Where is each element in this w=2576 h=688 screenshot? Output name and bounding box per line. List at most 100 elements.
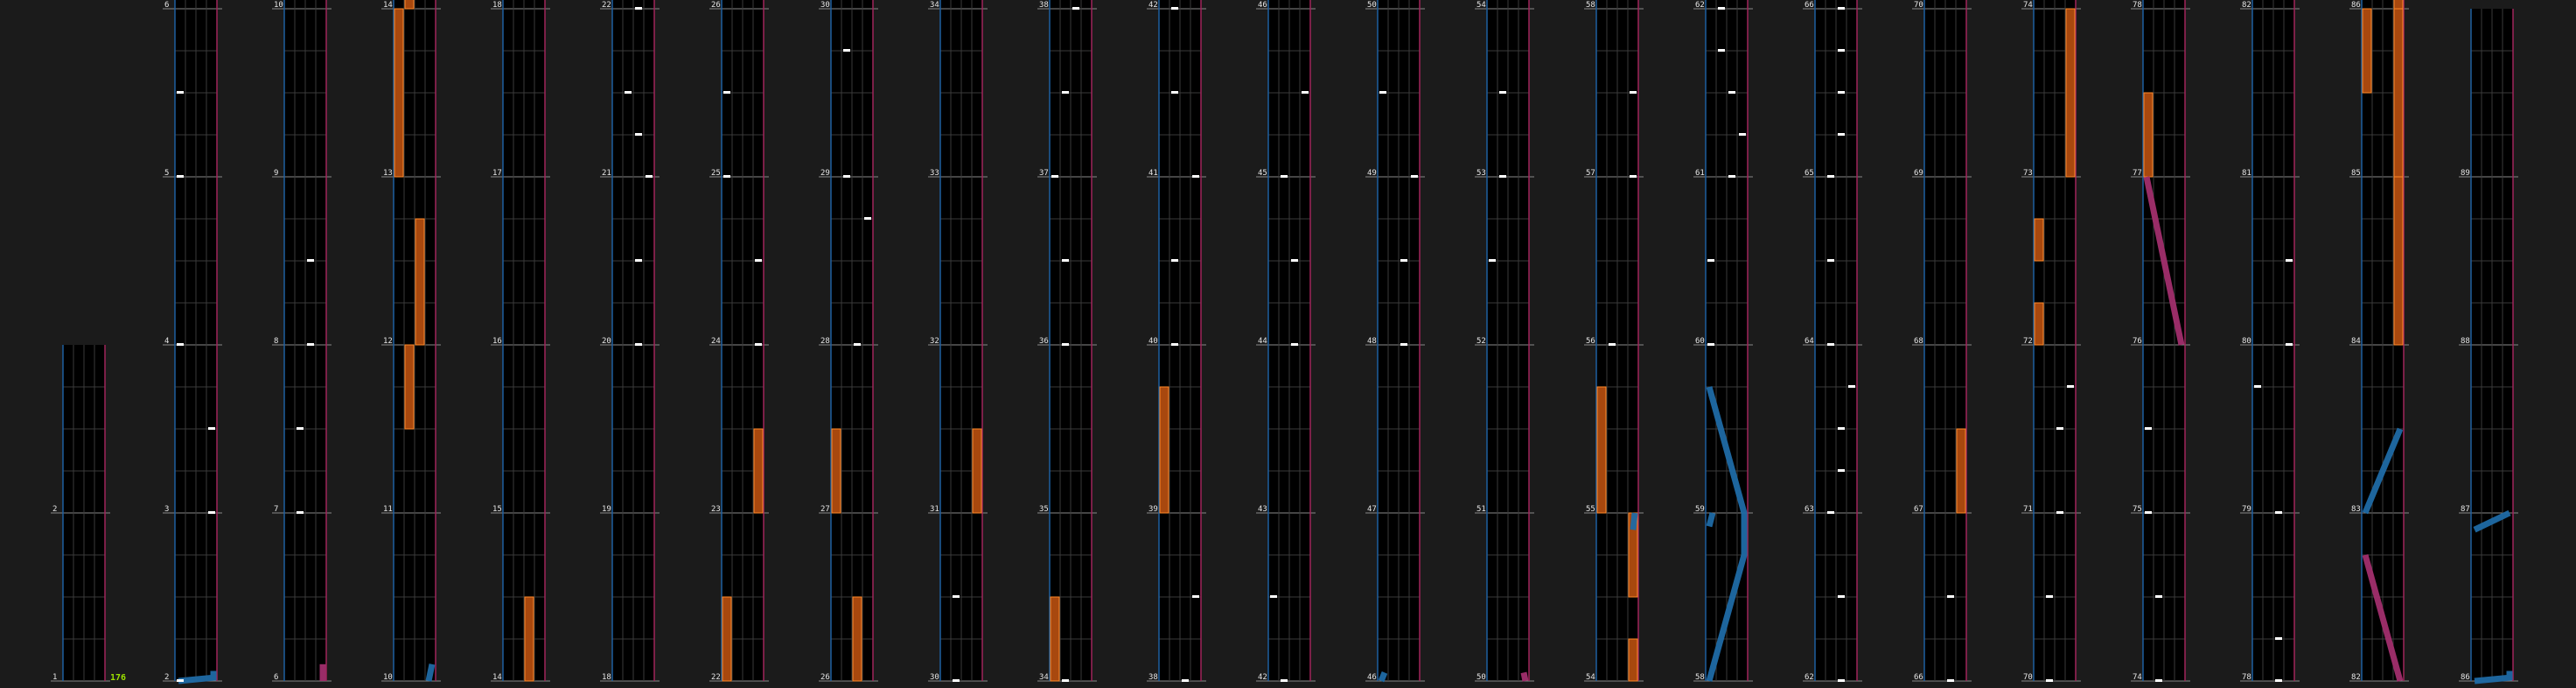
laser-blue (178, 670, 217, 684)
measure-number: 24 (711, 337, 721, 346)
measure-number: 61 (1695, 169, 1705, 178)
laser-blue (2473, 509, 2511, 533)
measure-number: 86 (2461, 673, 2470, 682)
laser-blue (2474, 670, 2513, 684)
measure-number: 60 (1695, 337, 1705, 346)
measure-number: 83 (2351, 505, 2361, 514)
hold-note (2362, 8, 2372, 94)
hold-note (2034, 302, 2044, 346)
measure-number: 70 (2023, 673, 2033, 682)
measure-number: 5 (164, 169, 169, 178)
measure-number: 16 (492, 337, 502, 346)
measure-number: 79 (2242, 505, 2251, 514)
hold-note (972, 428, 982, 514)
chip-note (1827, 511, 1834, 514)
measure-number: 2 (164, 673, 169, 682)
measure-number: 57 (1586, 169, 1595, 178)
measure-number: 36 (1039, 337, 1049, 346)
measure-number: 25 (711, 169, 721, 178)
hold-note (404, 344, 415, 430)
chip-note (854, 343, 861, 346)
measure-number: 20 (602, 337, 611, 346)
measure-number: 64 (1805, 337, 1814, 346)
measure-number: 55 (1586, 505, 1595, 514)
chip-note (1630, 91, 1637, 94)
measure-number: 22 (602, 1, 611, 10)
chip-note (646, 175, 653, 178)
hold-note (415, 218, 425, 346)
chip-note (2275, 637, 2282, 640)
chip-note (177, 679, 184, 682)
chip-note (2286, 343, 2293, 346)
chip-note (1291, 259, 1298, 262)
chip-note (1489, 259, 1496, 262)
measure-number: 21 (602, 169, 611, 178)
measure-number: 74 (2023, 1, 2033, 10)
chip-note (723, 175, 730, 178)
chip-note (1707, 259, 1714, 262)
measure-number: 4 (164, 337, 169, 346)
measure-number: 41 (1148, 169, 1158, 178)
hold-note (394, 8, 404, 178)
chip-note (864, 217, 871, 220)
measure-number: 73 (2023, 169, 2033, 178)
chip-note (1947, 679, 1954, 682)
measure-number: 66 (1914, 673, 1923, 682)
measure-number: 52 (1476, 337, 1486, 346)
measure-number: 74 (2133, 673, 2142, 682)
combo-counter: 176 (110, 673, 126, 683)
chip-note (2275, 679, 2282, 682)
measure-number: 63 (1805, 505, 1814, 514)
chip-note (1302, 91, 1309, 94)
measure-number: 62 (1805, 673, 1814, 682)
measure-number: 28 (820, 337, 830, 346)
measure-number: 69 (1914, 169, 1923, 178)
measure-number: 87 (2461, 505, 2470, 514)
chip-note (1072, 7, 1079, 10)
chip-note (953, 595, 960, 598)
measure-number: 6 (274, 673, 278, 682)
measure-number: 81 (2242, 169, 2251, 178)
hold-note (1956, 428, 1966, 514)
chip-note (2145, 511, 2152, 514)
chip-note (1182, 679, 1189, 682)
measure-number: 2 (52, 505, 57, 514)
measure-number: 42 (1258, 673, 1267, 682)
measure-number: 44 (1258, 337, 1267, 346)
measure-number: 80 (2242, 337, 2251, 346)
chip-note (1838, 427, 1845, 430)
chip-note (177, 91, 184, 94)
measure-number: 56 (1586, 337, 1595, 346)
chip-note (1609, 343, 1616, 346)
measure-number: 1 (52, 673, 57, 682)
laser-pink (2143, 176, 2185, 346)
measure-number: 10 (383, 673, 393, 682)
chip-note (177, 175, 184, 178)
chip-note (1062, 91, 1069, 94)
chip-note (1848, 385, 1855, 388)
hold-note (831, 428, 841, 514)
measure-number: 46 (1258, 1, 1267, 10)
measure-number: 67 (1914, 505, 1923, 514)
chip-note (1171, 7, 1178, 10)
chip-note (2056, 511, 2063, 514)
chip-note (635, 7, 642, 10)
chip-note (953, 679, 960, 682)
chip-note (755, 259, 762, 262)
measure-number: 82 (2351, 673, 2361, 682)
chip-note (208, 511, 215, 514)
chip-note (723, 91, 730, 94)
measure-number: 84 (2351, 337, 2361, 346)
measure-number: 54 (1586, 673, 1595, 682)
measure-number: 68 (1914, 337, 1923, 346)
hold-note (722, 596, 732, 682)
measure-number: 30 (820, 1, 830, 10)
measure-number: 14 (383, 1, 393, 10)
measure-number: 59 (1695, 505, 1705, 514)
measure-number: 22 (711, 673, 721, 682)
chip-note (2155, 595, 2162, 598)
measure-number: 34 (1039, 673, 1049, 682)
chip-note (2056, 427, 2063, 430)
measure-number: 27 (820, 505, 830, 514)
chip-note (208, 427, 215, 430)
